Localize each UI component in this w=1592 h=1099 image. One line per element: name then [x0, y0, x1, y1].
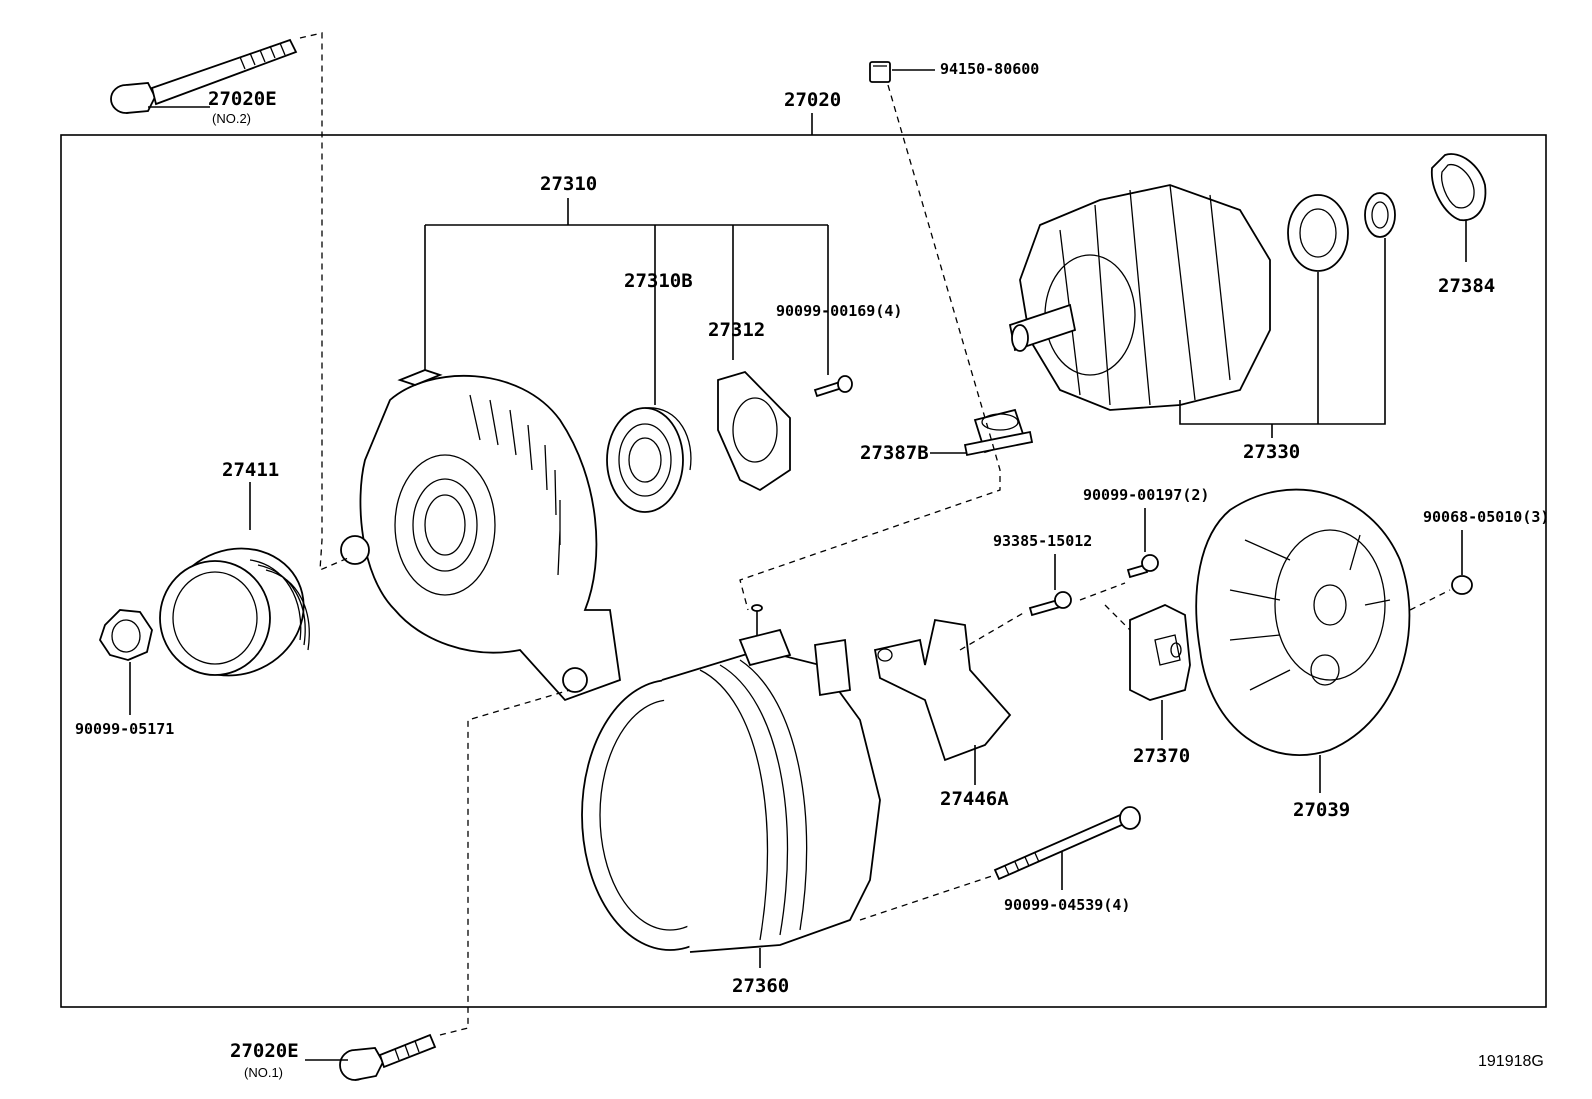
through-bolt-label[interactable]: 90099-04539(4)	[1004, 896, 1130, 914]
rotor-bearing-drawing[interactable]	[1287, 194, 1349, 272]
insulator-label[interactable]: 27387B	[860, 442, 929, 464]
regulator-screw-drawing[interactable]	[1126, 554, 1159, 579]
rear-cover-drawing[interactable]	[1195, 488, 1411, 756]
retainer-plate-drawing[interactable]	[717, 370, 791, 492]
regulator-label[interactable]: 27370	[1133, 745, 1190, 767]
pulley-nut-drawing[interactable]	[99, 609, 153, 661]
alignment-dash-bolt-no2	[299, 32, 349, 572]
screw-front-label[interactable]: 90099-00169(4)	[776, 302, 902, 320]
cover-nut-drawing[interactable]	[1451, 575, 1473, 595]
bolt-no1-note: (NO.1)	[244, 1065, 283, 1080]
pulley-label[interactable]: 27411	[222, 459, 279, 481]
bolt-no2-note: (NO.2)	[212, 111, 251, 126]
insulator-drawing[interactable]	[963, 408, 1034, 457]
screw-terminal-label[interactable]: 93385-15012	[993, 532, 1092, 550]
rotor-leader-tree	[1179, 238, 1386, 438]
bearing-front-drawing[interactable]	[606, 407, 692, 513]
rotor-cover-drawing[interactable]	[1431, 153, 1487, 221]
stator-frame-drawing[interactable]	[581, 604, 881, 953]
bolt-no1-label[interactable]: 27020E	[230, 1040, 299, 1062]
retainer-plate-label[interactable]: 27312	[708, 319, 765, 341]
rotor-cover-label[interactable]: 27384	[1438, 275, 1495, 297]
cap-nut-label[interactable]: 94150-80600	[940, 60, 1039, 78]
terminal-plate-label[interactable]: 27446A	[940, 788, 1009, 810]
rotor-label[interactable]: 27330	[1243, 441, 1300, 463]
pulley-drawing[interactable]	[145, 526, 324, 698]
alignment-dash-regulator	[1079, 582, 1131, 631]
bolt-no2-drawing[interactable]	[110, 38, 298, 114]
drive-end-frame-label[interactable]: 27310	[540, 173, 597, 195]
alignment-dash-through-bolt	[859, 874, 996, 921]
screw-terminal-drawing[interactable]	[1028, 591, 1072, 617]
alignment-dash-cap-nut	[739, 84, 1001, 611]
rotor-drawing[interactable]	[1008, 184, 1271, 411]
alignment-dash-bolt-no1	[439, 689, 571, 1036]
cover-nut-label[interactable]: 90068-05010(3)	[1423, 508, 1549, 526]
assembly-number-label[interactable]: 27020	[784, 89, 841, 111]
drive-end-frame-drawing[interactable]	[340, 369, 621, 702]
pulley-nut-label[interactable]: 90099-05171	[75, 720, 174, 738]
through-bolt-drawing[interactable]	[993, 806, 1141, 881]
bolt-no1-drawing[interactable]	[339, 1033, 437, 1081]
bolt-no2-label[interactable]: 27020E	[208, 88, 277, 110]
screw-front-drawing[interactable]	[813, 375, 853, 398]
rear-cover-label[interactable]: 27039	[1293, 799, 1350, 821]
figure-number: 191918G	[1478, 1053, 1544, 1070]
rotor-washer-drawing[interactable]	[1364, 192, 1396, 238]
terminal-plate-drawing[interactable]	[873, 618, 1012, 762]
alignment-dash-terminal	[959, 611, 1026, 651]
assembly-boundary	[60, 134, 1547, 1008]
bearing-front-label[interactable]: 27310B	[624, 270, 693, 292]
cap-nut-drawing[interactable]	[869, 61, 891, 83]
drive-end-frame-leader-tree	[424, 198, 829, 405]
regulator-drawing[interactable]	[1129, 604, 1191, 701]
alignment-dash-cover-nut	[1409, 589, 1451, 611]
stator-frame-label[interactable]: 27360	[732, 975, 789, 997]
regulator-screw-label[interactable]: 90099-00197(2)	[1083, 486, 1209, 504]
